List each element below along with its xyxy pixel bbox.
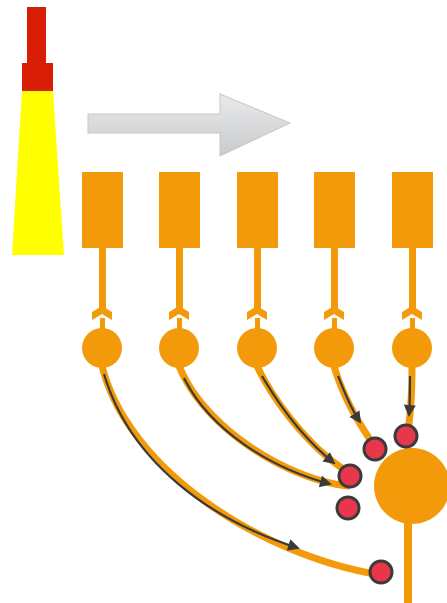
pathway-arrow-4 [336, 375, 362, 424]
receptor-cup [324, 306, 344, 320]
pathway-arrow-3 [261, 375, 336, 465]
receptor-block [392, 172, 433, 248]
probe-icon [12, 7, 64, 255]
pathway-arrow-2 [183, 377, 332, 488]
target-neuron-circle [374, 448, 447, 524]
receptor-2 [159, 172, 200, 368]
synapse-dot [337, 463, 363, 489]
synapse-dot [368, 559, 394, 585]
receptor-cup [92, 306, 112, 320]
receptor-cell-circle [314, 328, 354, 368]
receptor-neck [255, 318, 260, 330]
synapse-dot [362, 436, 388, 462]
probe-yellow-body [12, 91, 64, 255]
receptor-stem [254, 248, 261, 310]
synapse-dot [393, 423, 419, 449]
receptor-cell-circle [82, 328, 122, 368]
receptor-stem [176, 248, 183, 310]
receptor-cup [169, 306, 189, 320]
axon-pathways [98, 362, 416, 579]
receptor-stem [409, 248, 416, 310]
probe-red-collar [22, 63, 53, 91]
right-arrow-icon [87, 93, 292, 157]
receptor-stem [99, 248, 106, 310]
axon-1 [98, 362, 384, 579]
receptor-5 [392, 172, 433, 368]
receptor-neck [410, 318, 415, 330]
target-neuron [374, 448, 447, 603]
receptor-cup [402, 306, 422, 320]
receptor-neck [177, 318, 182, 330]
pathway-arrow-5 [403, 375, 416, 417]
probe-red-tip [27, 7, 46, 63]
receptor-block [82, 172, 123, 248]
receptor-block [314, 172, 355, 248]
receptor-neck [100, 318, 105, 330]
pathway-arrow-1 [102, 373, 300, 551]
receptor-cup [247, 306, 267, 320]
receptor-cell-circle [392, 328, 432, 368]
receptor-block [237, 172, 278, 248]
receptor-neck [332, 318, 337, 330]
receptor-cell-circle [237, 328, 277, 368]
axon-4 [330, 362, 379, 451]
receptor-3 [237, 172, 278, 368]
receptor-stem [331, 248, 338, 310]
receptor-1 [82, 172, 123, 368]
synapse-dot [335, 495, 361, 521]
receptor-row [82, 172, 433, 368]
receptor-cell-circle [159, 328, 199, 368]
pathway-arrows [102, 373, 416, 551]
receptor-4 [314, 172, 355, 368]
synapses [335, 423, 419, 585]
receptor-block [159, 172, 200, 248]
movement-direction-arrow [87, 93, 292, 157]
output-axon [404, 520, 412, 603]
